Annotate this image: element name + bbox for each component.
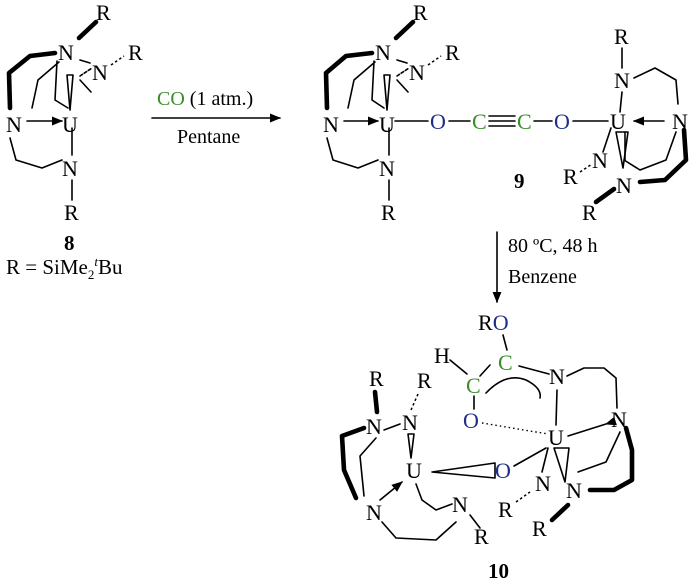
compound-9-label: 9 — [514, 169, 525, 193]
compound-8-structure: N N N U N R R R 8 R = SiMe2tBu — [6, 0, 143, 282]
atom-r: R — [498, 497, 513, 522]
compound-10-label: 10 — [488, 559, 509, 583]
r-group-definition: R = SiMe2tBu — [6, 254, 123, 282]
atom-n: N — [409, 60, 425, 85]
atom-r: R — [582, 200, 597, 225]
atom-r: R — [474, 524, 489, 549]
atom-n: N — [58, 40, 74, 65]
atom-r: R — [614, 24, 629, 49]
atom-r: R — [413, 0, 428, 25]
atom-o: O — [495, 458, 511, 483]
atom-u: U — [406, 458, 422, 483]
atom-n: N — [549, 364, 565, 389]
solvent-label-2: Benzene — [508, 266, 577, 288]
atom-c: C — [466, 373, 481, 398]
atom-n: N — [62, 156, 78, 181]
atom-c: C — [517, 109, 532, 134]
atom-n: N — [452, 492, 468, 517]
atom-n: N — [611, 407, 627, 432]
atom-n: N — [672, 109, 688, 134]
atom-o: O — [554, 109, 570, 134]
atom-r: R — [417, 368, 432, 393]
atom-n: N — [535, 471, 551, 496]
atom-n: N — [92, 60, 108, 85]
atom-r: R — [128, 40, 143, 65]
atom-n: N — [6, 112, 22, 137]
atom-r: R — [369, 366, 384, 391]
compound-8-label: 8 — [64, 231, 75, 255]
atom-r: R — [381, 200, 396, 225]
atom-r: R — [532, 516, 547, 541]
atom-n: N — [616, 173, 632, 198]
atom-n: N — [566, 478, 582, 503]
atom-c: C — [498, 350, 513, 375]
atom-n: N — [592, 148, 608, 173]
conditions-label: 80 ºC, 48 h — [508, 235, 598, 257]
atom-h: H — [434, 343, 450, 368]
atom-r: R — [64, 200, 79, 225]
atom-r: R — [563, 164, 578, 189]
atom-u: U — [610, 109, 626, 134]
atom-r: R — [96, 0, 111, 25]
atom-c: C — [472, 109, 487, 134]
atom-u: U — [379, 112, 395, 137]
atom-o: O — [463, 408, 479, 433]
reaction-step-2: 80 ºC, 48 h Benzene — [492, 231, 598, 304]
compound-9-structure: N N N U N R R R O C C O R N U N N — [323, 0, 689, 225]
atom-n: N — [323, 112, 339, 137]
atom-u: U — [548, 425, 564, 450]
atom-n: N — [614, 68, 630, 93]
reagent-label: CO (1 atm.) — [157, 88, 253, 110]
compound-10-structure: RO C H C O N U N N N R R O R N — [339, 310, 635, 583]
atom-o: O — [430, 109, 446, 134]
atom-n: N — [366, 414, 382, 439]
solvent-label-1: Pentane — [177, 126, 240, 148]
ro-group: RO — [478, 310, 509, 335]
reaction-step-1: CO (1 atm.) Pentane — [151, 88, 282, 148]
atom-n: N — [379, 156, 395, 181]
atom-n: N — [366, 500, 382, 525]
atom-n: N — [375, 40, 391, 65]
atom-u: U — [62, 112, 78, 137]
atom-r: R — [445, 40, 460, 65]
atom-n: N — [402, 410, 418, 435]
